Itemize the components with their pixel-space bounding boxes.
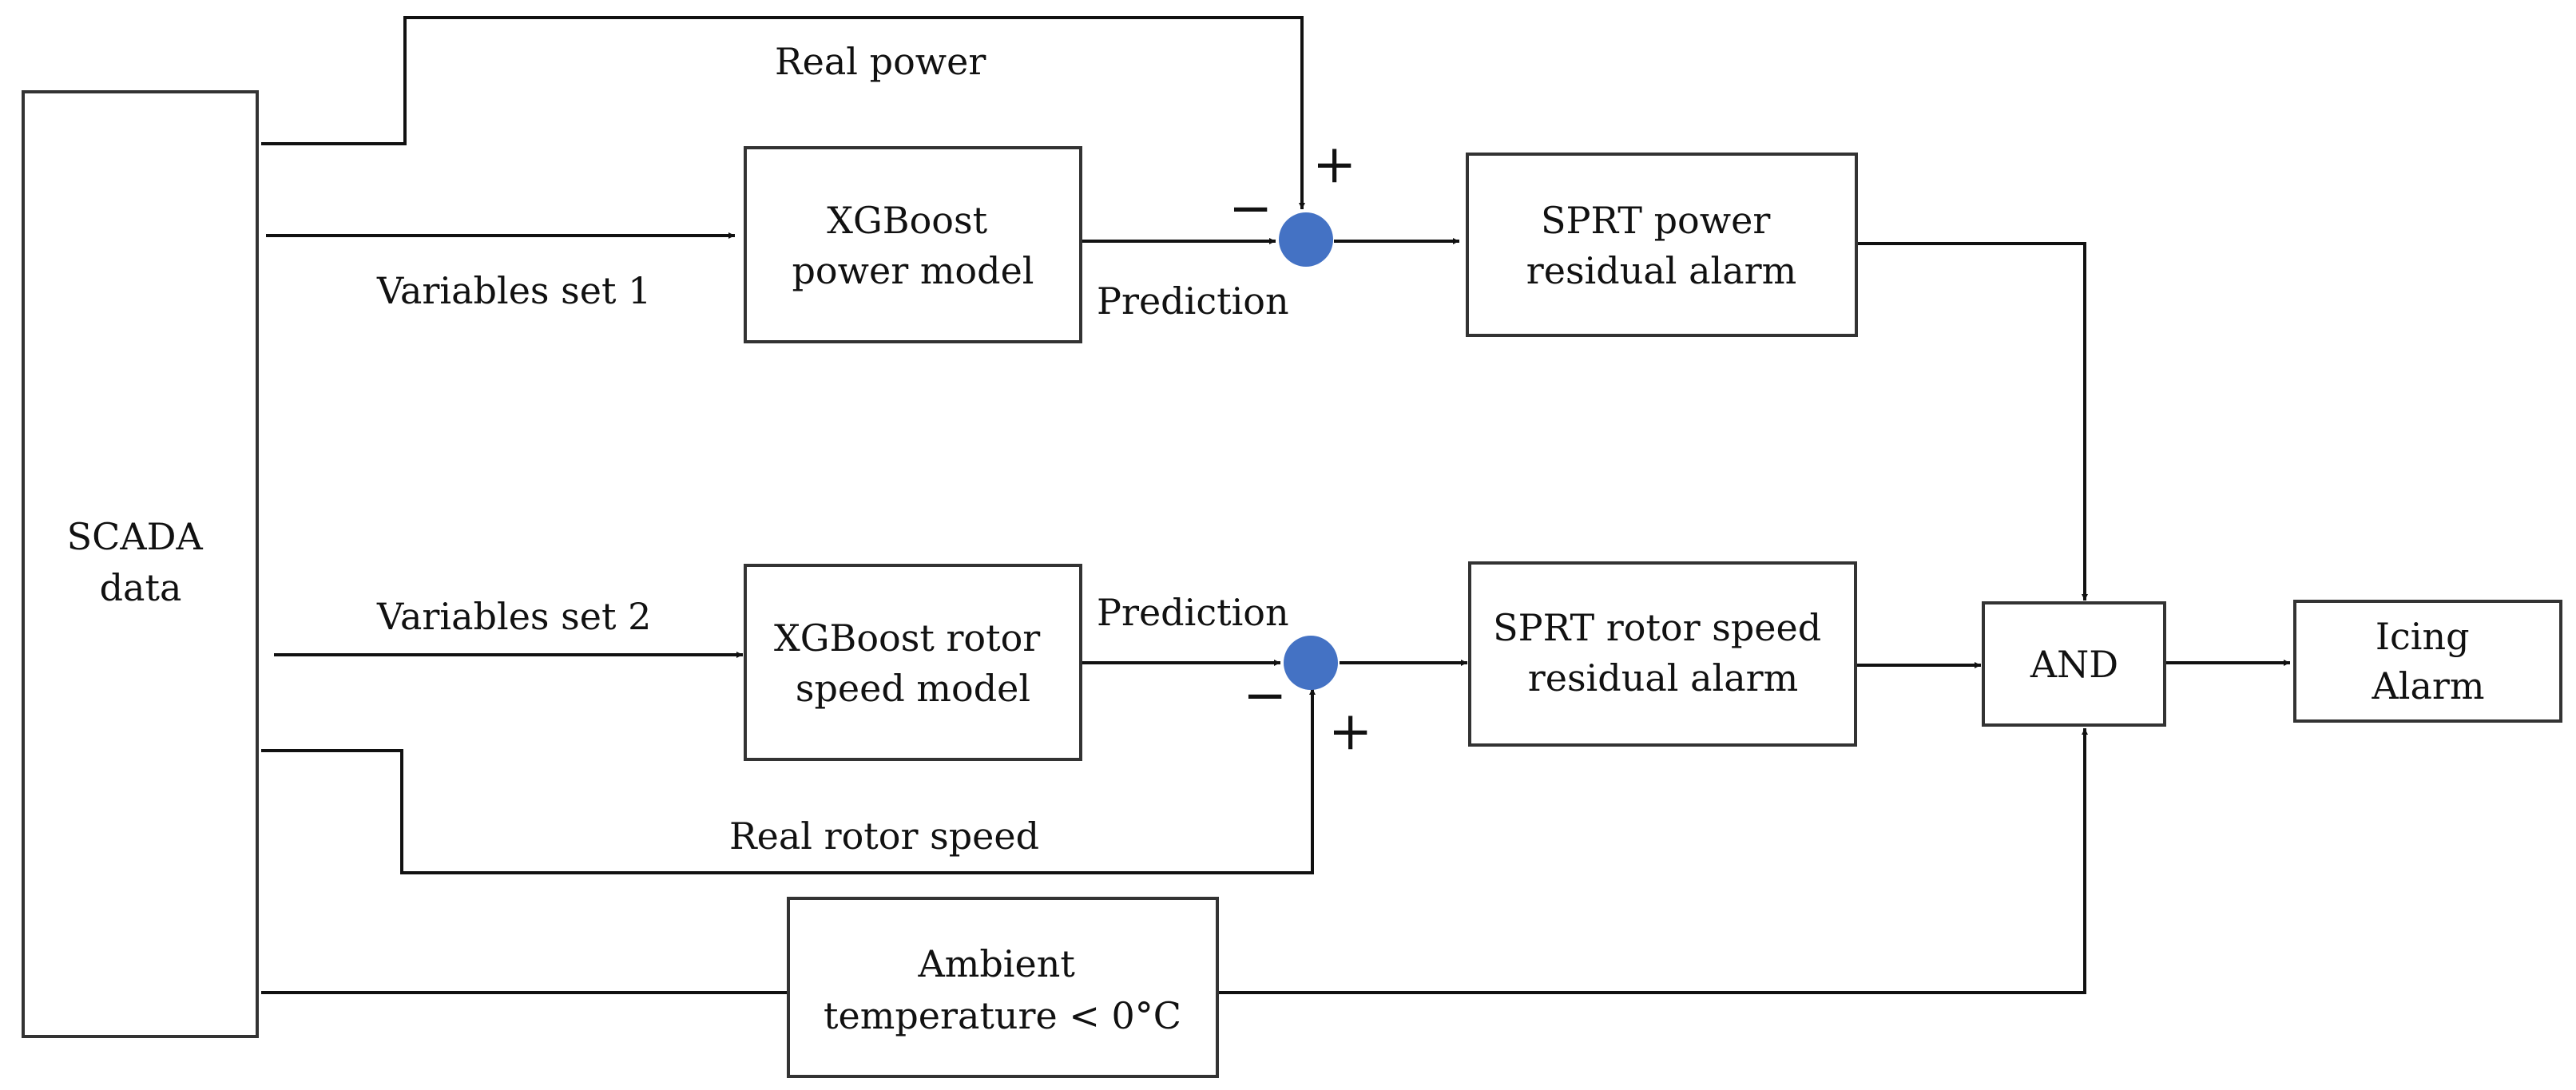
block-scada-data: SCADA data — [22, 90, 259, 1038]
sum2-plus-sign: + — [1328, 700, 1372, 762]
icing-line-2: Alarm — [2372, 664, 2485, 708]
prediction-2-label: Prediction — [1097, 591, 1289, 634]
block-xgboost-rotor-speed-model: XGBoost rotor speed model — [744, 564, 1082, 761]
prediction-1-label: Prediction — [1097, 279, 1289, 323]
sum1-minus-sign: − — [1228, 177, 1272, 239]
sprt-rotor-line-2: residual alarm — [1528, 656, 1799, 700]
svg-text:SCADA data: SCADA data — [67, 515, 215, 609]
block-xgboost-power-model: XGBoost power model — [744, 146, 1082, 343]
ambient-line-2: temperature < 0°C — [824, 994, 1181, 1037]
xgb-power-line-2: power model — [792, 249, 1034, 292]
block-sprt-power-residual-alarm: SPRT power residual alarm — [1466, 153, 1858, 337]
svg-text:SPRT rotor speed residua: SPRT rotor speed residual alarm — [1493, 606, 1833, 700]
sum2-minus-sign: − — [1243, 664, 1287, 726]
real-rotor-speed-line — [261, 688, 1316, 874]
xgb-power-line-1: XGBoost — [827, 199, 987, 242]
sprt-power-line-2: residual alarm — [1526, 249, 1797, 292]
scada-line-2: data — [100, 566, 182, 609]
ambient-line-1: Ambient — [918, 942, 1076, 985]
and-label: AND — [2030, 643, 2118, 686]
svg-text:XGBoost rotor speed mode: XGBoost rotor speed model — [774, 616, 1052, 710]
sum1-plus-sign: + — [1312, 133, 1356, 195]
sprt-rotor-line-1: SPRT rotor speed — [1493, 606, 1821, 649]
scada-line-1: SCADA — [67, 515, 204, 558]
sprt-power-to-and-line — [1856, 242, 2088, 600]
icing-line-1: Icing — [2376, 615, 2470, 658]
svg-text:Ambient temperature < 0°: Ambient temperature < 0°C — [824, 942, 1181, 1037]
summing-junction-power — [1279, 212, 1333, 267]
xgb-rotor-line-1: XGBoost rotor — [774, 616, 1040, 660]
block-ambient-temperature: Ambient temperature < 0°C — [787, 897, 1219, 1078]
real-rotor-speed-label: Real rotor speed — [729, 815, 1039, 858]
block-icing-alarm: Icing Alarm — [2293, 600, 2562, 723]
ambient-to-and-line — [1217, 728, 2088, 994]
variables-set-1-label: Variables set 1 — [376, 269, 651, 312]
connections — [261, 16, 2290, 994]
svg-text:Icing Alarm: Icing Alarm — [2372, 615, 2485, 708]
xgb-rotor-line-2: speed model — [796, 667, 1030, 710]
svg-text:SPRT power residual alar: SPRT power residual alarm — [1526, 199, 1797, 292]
real-power-line — [261, 16, 1305, 209]
variables-set-2-label: Variables set 2 — [376, 595, 651, 638]
sprt-power-line-1: SPRT power — [1541, 199, 1770, 242]
svg-text:XGBoost power model: XGBoost power model — [792, 199, 1034, 292]
block-sprt-rotor-speed-residual-alarm: SPRT rotor speed residual alarm — [1468, 561, 1857, 747]
block-and-gate: AND — [1982, 601, 2166, 727]
summing-junction-rotor-speed — [1284, 636, 1338, 690]
real-power-label: Real power — [775, 40, 986, 83]
